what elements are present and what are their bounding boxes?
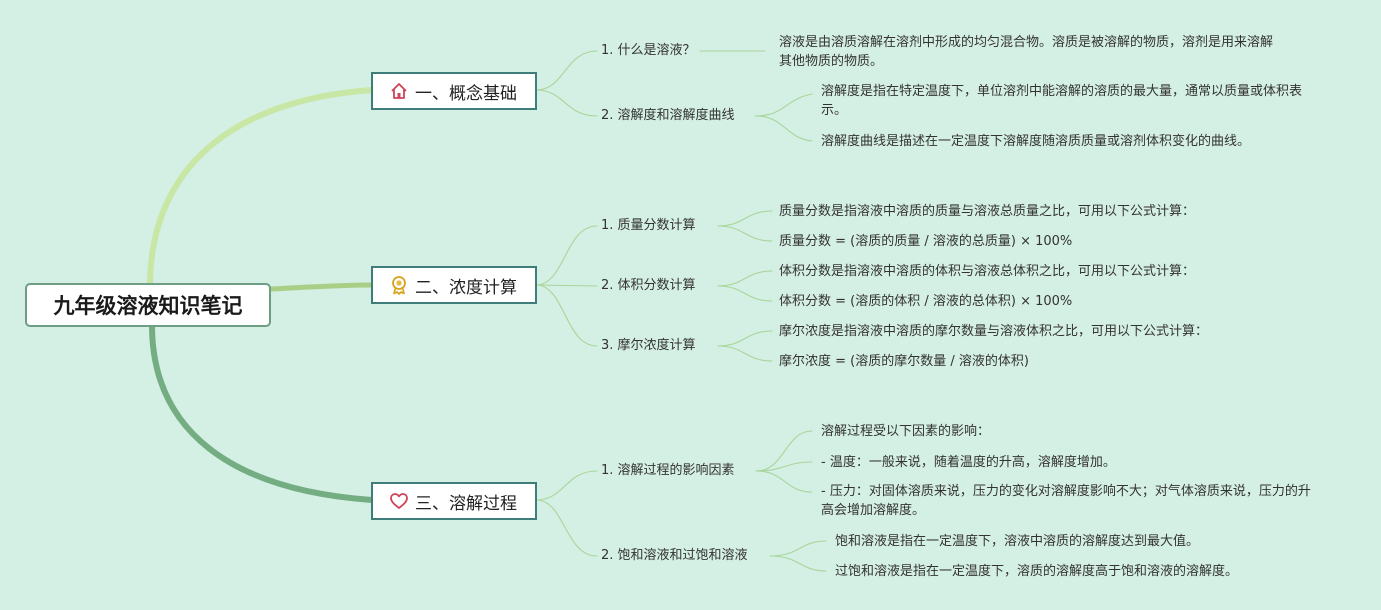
branch-concept-basics[interactable]: 一、概念基础: [371, 72, 537, 110]
branch-concentration[interactable]: 二、浓度计算: [371, 266, 537, 304]
branch-label: 三、溶解过程: [415, 493, 517, 514]
note-mass-fraction-definition: 质量分数是指溶液中溶质的质量与溶液总质量之比，可用以下公式计算：: [779, 204, 1196, 219]
heart-icon: [389, 491, 409, 511]
badge-icon: [389, 275, 409, 295]
note-solubility-curve: 溶解度曲线是描述在一定温度下溶解度随溶质质量或溶剂体积变化的曲线。: [821, 134, 1251, 149]
note-connector: [755, 461, 813, 472]
root-topic[interactable]: 九年级溶液知识笔记: [25, 283, 271, 327]
note-factors-intro: 溶解过程受以下因素的影响：: [821, 424, 991, 439]
branch-label: 二、浓度计算: [415, 277, 517, 298]
branch-connector: [267, 282, 375, 292]
branch-label: 一、概念基础: [415, 83, 517, 104]
subtopic-what-is-solution[interactable]: 1. 什么是溶液？: [601, 43, 696, 58]
note-connector: [717, 270, 773, 287]
root-topic-label: 九年级溶液知识笔记: [53, 294, 243, 318]
subtopic-saturated-solutions[interactable]: 2. 饱和溶液和过饱和溶液: [601, 548, 748, 563]
note-volume-fraction-definition: 体积分数是指溶液中溶质的体积与溶液总体积之比，可用以下公式计算：: [779, 264, 1196, 279]
subtopic-mass-fraction[interactable]: 1. 质量分数计算: [601, 218, 696, 233]
note-factor-temperature: - 温度：一般来说，随着温度的升高，溶解度增加。: [821, 455, 1116, 470]
branch-dissolution-process[interactable]: 三、溶解过程: [371, 482, 537, 520]
subtopic-solubility[interactable]: 2. 溶解度和溶解度曲线: [601, 108, 735, 123]
note-supersaturated-solution: 过饱和溶液是指在一定温度下，溶质的溶解度高于饱和溶液的溶解度。: [835, 564, 1239, 579]
sub-connector: [535, 499, 598, 557]
sub-connector: [535, 284, 598, 347]
subtopic-influencing-factors[interactable]: 1. 溶解过程的影响因素: [601, 463, 735, 478]
note-connector: [769, 555, 827, 572]
note-mass-fraction-formula: 质量分数 = (溶质的质量 / 溶液的总质量) × 100%: [779, 234, 1073, 249]
note-connector: [717, 225, 773, 242]
note-solution-definition: 溶液是由溶质溶解在溶剂中形成的均匀混合物。溶质是被溶解的物质，溶剂是用来溶解其他…: [779, 35, 1274, 69]
note-solubility-definition: 溶解度是指在特定温度下，单位溶剂中能溶解的溶质的最大量，通常以质量或体积表示。: [821, 84, 1303, 118]
sub-connector: [535, 284, 598, 287]
note-connector: [717, 330, 773, 347]
note-connector: [754, 115, 813, 142]
note-connector: [755, 430, 813, 472]
note-connector: [717, 345, 773, 362]
note-connector: [769, 540, 827, 557]
note-connector: [717, 285, 773, 302]
sub-connector: [535, 470, 598, 501]
subtopic-volume-fraction[interactable]: 2. 体积分数计算: [601, 278, 696, 293]
home-icon: [389, 81, 409, 101]
note-factor-pressure: - 压力：对固体溶质来说，压力的变化对溶解度影响不大；对气体溶质来说，压力的升高…: [821, 484, 1311, 518]
note-volume-fraction-formula: 体积分数 = (溶质的体积 / 溶液的总体积) × 100%: [779, 294, 1073, 309]
note-molarity-definition: 摩尔浓度是指溶液中溶质的摩尔数量与溶液体积之比，可用以下公式计算：: [779, 324, 1209, 339]
subtopic-molarity[interactable]: 3. 摩尔浓度计算: [601, 338, 696, 353]
note-connector: [754, 93, 813, 117]
sub-connector: [535, 89, 598, 117]
note-connector: [717, 210, 773, 227]
note-molarity-formula: 摩尔浓度 = (溶质的摩尔数量 / 溶液的体积): [779, 354, 1029, 369]
sub-connector: [535, 50, 598, 91]
branch-connector: [147, 87, 375, 289]
branch-connector: [149, 322, 375, 503]
note-saturated-solution: 饱和溶液是指在一定温度下，溶液中溶质的溶解度达到最大值。: [835, 534, 1200, 549]
note-connector: [755, 470, 813, 493]
sub-connector: [535, 225, 598, 286]
